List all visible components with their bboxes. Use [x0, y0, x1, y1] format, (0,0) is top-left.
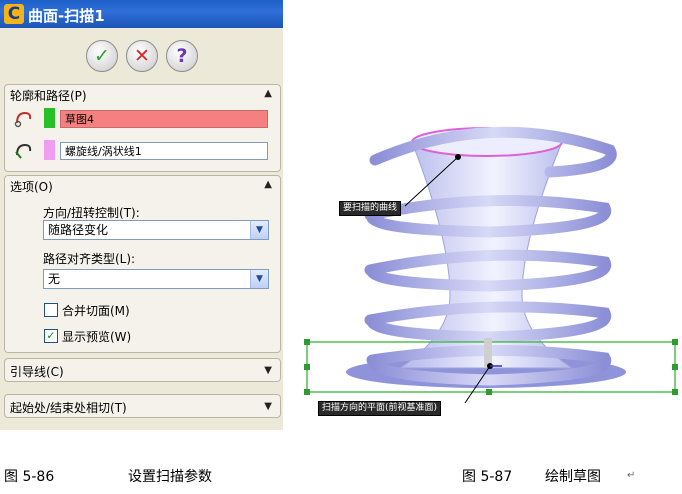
merge-checkbox[interactable]: [44, 303, 58, 317]
ok-button[interactable]: ✓: [86, 40, 118, 72]
align-label: 路径对齐类型(L):: [43, 252, 136, 266]
chevron-down-icon[interactable]: ▼: [250, 270, 268, 288]
preview-checkbox[interactable]: ✓: [44, 329, 58, 343]
callout-sweep-plane: 扫描方向的平面(前视基准面): [318, 401, 442, 416]
caption-fig-87-number: 图 5-87: [462, 469, 513, 485]
profile-field[interactable]: 草图4: [60, 110, 268, 128]
path-color-chip: [44, 140, 55, 160]
orientation-label: 方向/扭转控制(T):: [43, 206, 140, 220]
action-buttons: ✓ ✕ ?: [86, 40, 206, 74]
orientation-value: 随路径变化: [48, 223, 109, 237]
property-manager: C 曲面-扫描1 ✓ ✕ ? 轮廓和路径(P) ▲ 草图4 螺旋线/涡状线1 选…: [0, 0, 283, 430]
helix-coils: [364, 126, 617, 386]
orientation-select[interactable]: 随路径变化 ▼: [43, 220, 269, 240]
options-title: 选项(O): [10, 180, 53, 194]
align-value: 无: [48, 272, 61, 286]
path-icon: [15, 143, 32, 159]
caption-fig-86-number: 图 5-86: [4, 469, 55, 485]
help-button[interactable]: ?: [166, 40, 198, 72]
preview-label: 显示预览(W): [62, 330, 132, 344]
profile-icon: [14, 111, 32, 128]
profile-color-chip: [44, 108, 55, 128]
paragraph-mark-icon: ↵: [627, 470, 636, 481]
collapse-arrow-icon[interactable]: ▲: [264, 88, 272, 99]
merge-label: 合并切面(M): [62, 304, 130, 318]
profile-path-header[interactable]: 轮廓和路径(P) ▲: [5, 85, 280, 103]
options-group: 选项(O) ▲ 方向/扭转控制(T): 随路径变化 ▼ 路径对齐类型(L): 无…: [4, 175, 281, 353]
caption-fig-86-text: 设置扫描参数: [128, 469, 212, 485]
callout-sweep-curve: 要扫描的曲线: [339, 201, 402, 216]
expand-arrow-icon[interactable]: ▼: [264, 401, 272, 412]
collapse-arrow-icon[interactable]: ▲: [264, 179, 272, 190]
expand-arrow-icon[interactable]: ▼: [264, 365, 272, 376]
title-bar: C 曲面-扫描1: [0, 0, 283, 28]
tangency-title: 起始处/结束处相切(T): [10, 401, 127, 415]
align-select[interactable]: 无 ▼: [43, 269, 269, 289]
profile-path-title: 轮廓和路径(P): [10, 89, 87, 103]
tangency-header[interactable]: 起始处/结束处相切(T) ▼: [5, 395, 280, 417]
options-header[interactable]: 选项(O) ▲: [5, 176, 280, 194]
tangency-group[interactable]: 起始处/结束处相切(T) ▼: [4, 394, 281, 418]
panel-title: 曲面-扫描1: [28, 7, 105, 25]
guide-curves-header[interactable]: 引导线(C) ▼: [5, 359, 280, 381]
leader-line-top: [404, 156, 459, 207]
chevron-down-icon[interactable]: ▼: [250, 221, 268, 239]
leader-line-bottom: [464, 365, 491, 404]
path-field[interactable]: 螺旋线/涡状线1: [60, 142, 268, 160]
guide-curves-group[interactable]: 引导线(C) ▼: [4, 358, 281, 382]
path-start-marker: [484, 338, 492, 368]
sweep-preview-figure: [304, 126, 678, 404]
cancel-button[interactable]: ✕: [126, 40, 158, 72]
feature-logo-icon: C: [4, 4, 24, 24]
profile-path-group: 轮廓和路径(P) ▲ 草图4 螺旋线/涡状线1: [4, 84, 281, 172]
caption-fig-87-text: 绘制草图: [545, 469, 601, 485]
guide-curves-title: 引导线(C): [10, 365, 64, 379]
